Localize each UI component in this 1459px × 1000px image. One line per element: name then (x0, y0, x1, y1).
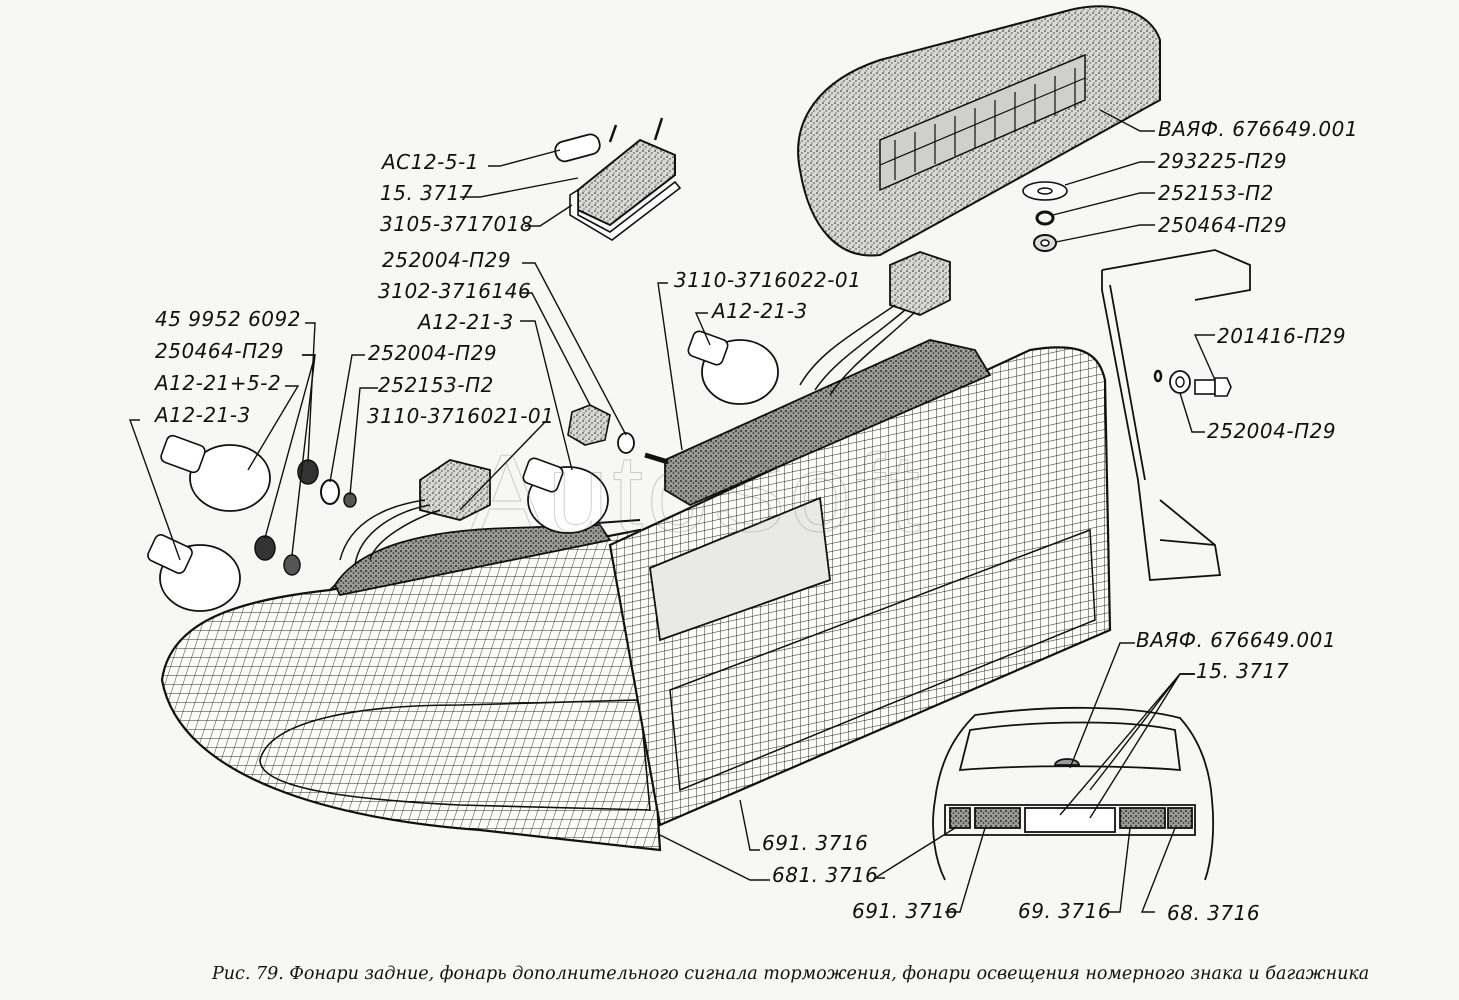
right-connector (799, 251, 951, 396)
left-washers (283, 479, 357, 576)
license-lamp (569, 117, 682, 241)
bracket-bolt (1194, 377, 1232, 397)
label-washer-right-top: 252004-П29 (382, 248, 512, 272)
left-nuts (254, 459, 319, 561)
brake-nut (1033, 234, 1057, 252)
license-lamp-bulb (554, 133, 601, 163)
inner-tail-lamp (608, 346, 1112, 827)
label-bracket-washer: 252004-П29 (1207, 419, 1337, 443)
label-inner-lamp: 691. 3716 (762, 831, 869, 855)
figure-caption: Рис. 79. Фонари задние, фонарь дополните… (212, 964, 1370, 984)
right-washer (617, 432, 635, 454)
label-left-spring-washer: 252153-П2 (378, 373, 494, 397)
label-license-lamp-bulb: АС12-5-1 (382, 150, 479, 174)
label-outer-lamp: 681. 3716 (772, 863, 879, 887)
label-brake-nut: 250464-П29 (1158, 213, 1288, 237)
car-rear-inset (932, 706, 1215, 881)
label-bulb-right-lower: А12-21-3 (418, 310, 514, 334)
label-left-connector: 45 9952 6092 (155, 307, 301, 331)
label-brake-washer: 293225-П29 (1158, 149, 1288, 173)
brake-washer (1022, 181, 1068, 201)
bulb-right-upper (687, 330, 779, 405)
label-brake-spring-washer: 252153-П2 (1158, 181, 1274, 205)
bulb-left (147, 534, 241, 612)
label-bracket-bolt: 201416-П29 (1217, 324, 1347, 348)
watermark: AutoSoft (470, 432, 924, 556)
label-left-bulb: А12-21-3 (155, 403, 251, 427)
label-inset-brake-light: ВАЯФ. 676649.001 (1136, 628, 1337, 652)
label-left-bulb-dual: А12-21+5-2 (155, 371, 282, 395)
label-left-nut: 250464-П29 (155, 339, 285, 363)
bracket-washer (1153, 369, 1191, 394)
mounting-bracket (1101, 249, 1251, 581)
label-inset-license-lamps: 15. 3717 (1196, 659, 1290, 683)
leader-lines (129, 109, 1216, 913)
left-connector (339, 459, 491, 566)
label-inset-outer-right: 68. 3716 (1167, 901, 1261, 925)
brake-spring-washer (1035, 210, 1055, 226)
label-license-lamp-gasket: 3105-3717018 (380, 212, 534, 236)
label-bulb-right-upper: А12-21-3 (712, 299, 808, 323)
label-inset-inner-left: 691. 3716 (852, 899, 959, 923)
bulb-left-dual (160, 434, 271, 512)
label-license-lamp: 15. 3717 (380, 181, 474, 205)
right-lamp-housing (664, 339, 992, 507)
label-left-washer: 252004-П29 (368, 341, 498, 365)
brake-light (797, 5, 1161, 257)
label-bulb-socket: 3102-3716146 (378, 279, 532, 303)
label-right-lamp-housing: 3110-3716022-01 (674, 268, 862, 292)
label-left-lamp-housing: 3110-3716021-01 (367, 404, 555, 428)
label-brake-light: ВАЯФ. 676649.001 (1158, 117, 1359, 141)
bulb-right-lower (522, 457, 609, 534)
stud-bolt (644, 452, 669, 465)
label-inset-inner-right: 69. 3716 (1018, 899, 1112, 923)
